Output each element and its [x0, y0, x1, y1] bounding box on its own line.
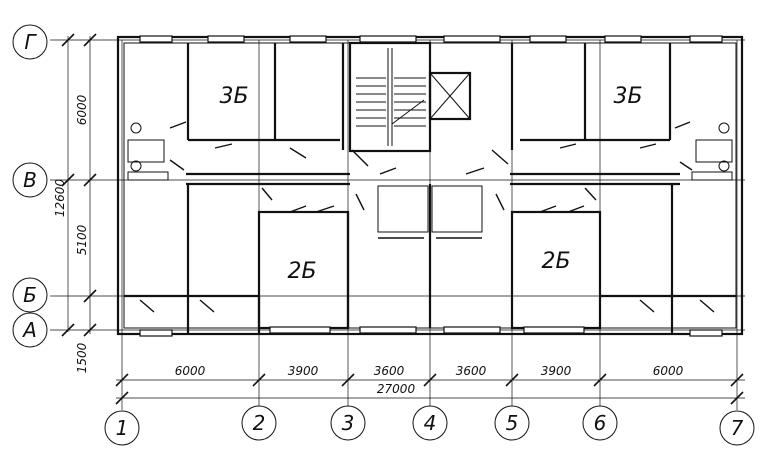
dim-bottom-4: 3600: [456, 364, 487, 378]
dim-total: 27000: [377, 382, 416, 396]
axis-bubble-5: 5: [494, 405, 530, 441]
axis-bubble-6: 6: [582, 405, 618, 441]
axis-label-1: 1: [116, 416, 129, 440]
axis-label-6: 6: [594, 411, 607, 435]
axis-label-v: В: [23, 168, 37, 192]
axis-bubble-1: 1: [104, 410, 140, 446]
room-label-3b-left: 3Б: [219, 84, 248, 109]
bottom-dimension-lines: [115, 373, 745, 405]
dim-bottom-3: 3600: [374, 364, 405, 378]
axis-bubble-g: Г: [12, 24, 48, 60]
dim-bottom-1: 6000: [175, 364, 206, 378]
axis-bubble-v: В: [12, 162, 48, 198]
axis-bubble-b: Б: [12, 277, 48, 313]
windows: [139, 35, 723, 337]
axis-bubble-a: А: [12, 312, 48, 348]
axis-bubble-3: 3: [330, 405, 366, 441]
dim-left-total: 12600: [53, 179, 67, 218]
dim-bottom-2: 3900: [288, 364, 319, 378]
axis-label-b: Б: [23, 283, 37, 307]
axis-label-7: 7: [731, 416, 744, 440]
dim-left-bottom: 1500: [75, 342, 89, 373]
axis-label-3: 3: [342, 411, 355, 435]
dim-bottom-6: 6000: [653, 364, 684, 378]
left-dimension-lines: [61, 33, 97, 337]
axis-label-5: 5: [506, 411, 519, 435]
stair-treads: [356, 48, 426, 146]
dim-bottom-5: 3900: [541, 364, 572, 378]
room-label-3b-right: 3Б: [613, 84, 642, 109]
axis-bubble-4: 4: [412, 405, 448, 441]
dim-left-middle: 5100: [75, 224, 89, 255]
dim-left-top: 6000: [75, 94, 89, 125]
axis-label-4: 4: [424, 411, 437, 435]
room-label-2b-left: 2Б: [287, 259, 316, 284]
building-walls: [116, 35, 744, 336]
axis-bubble-2: 2: [241, 405, 277, 441]
axis-label-a: А: [21, 318, 37, 342]
axis-label-g: Г: [24, 30, 37, 54]
room-label-2b-right: 2Б: [541, 249, 570, 274]
axis-label-2: 2: [253, 411, 266, 435]
doors: [139, 121, 715, 313]
axis-bubble-7: 7: [719, 410, 755, 446]
